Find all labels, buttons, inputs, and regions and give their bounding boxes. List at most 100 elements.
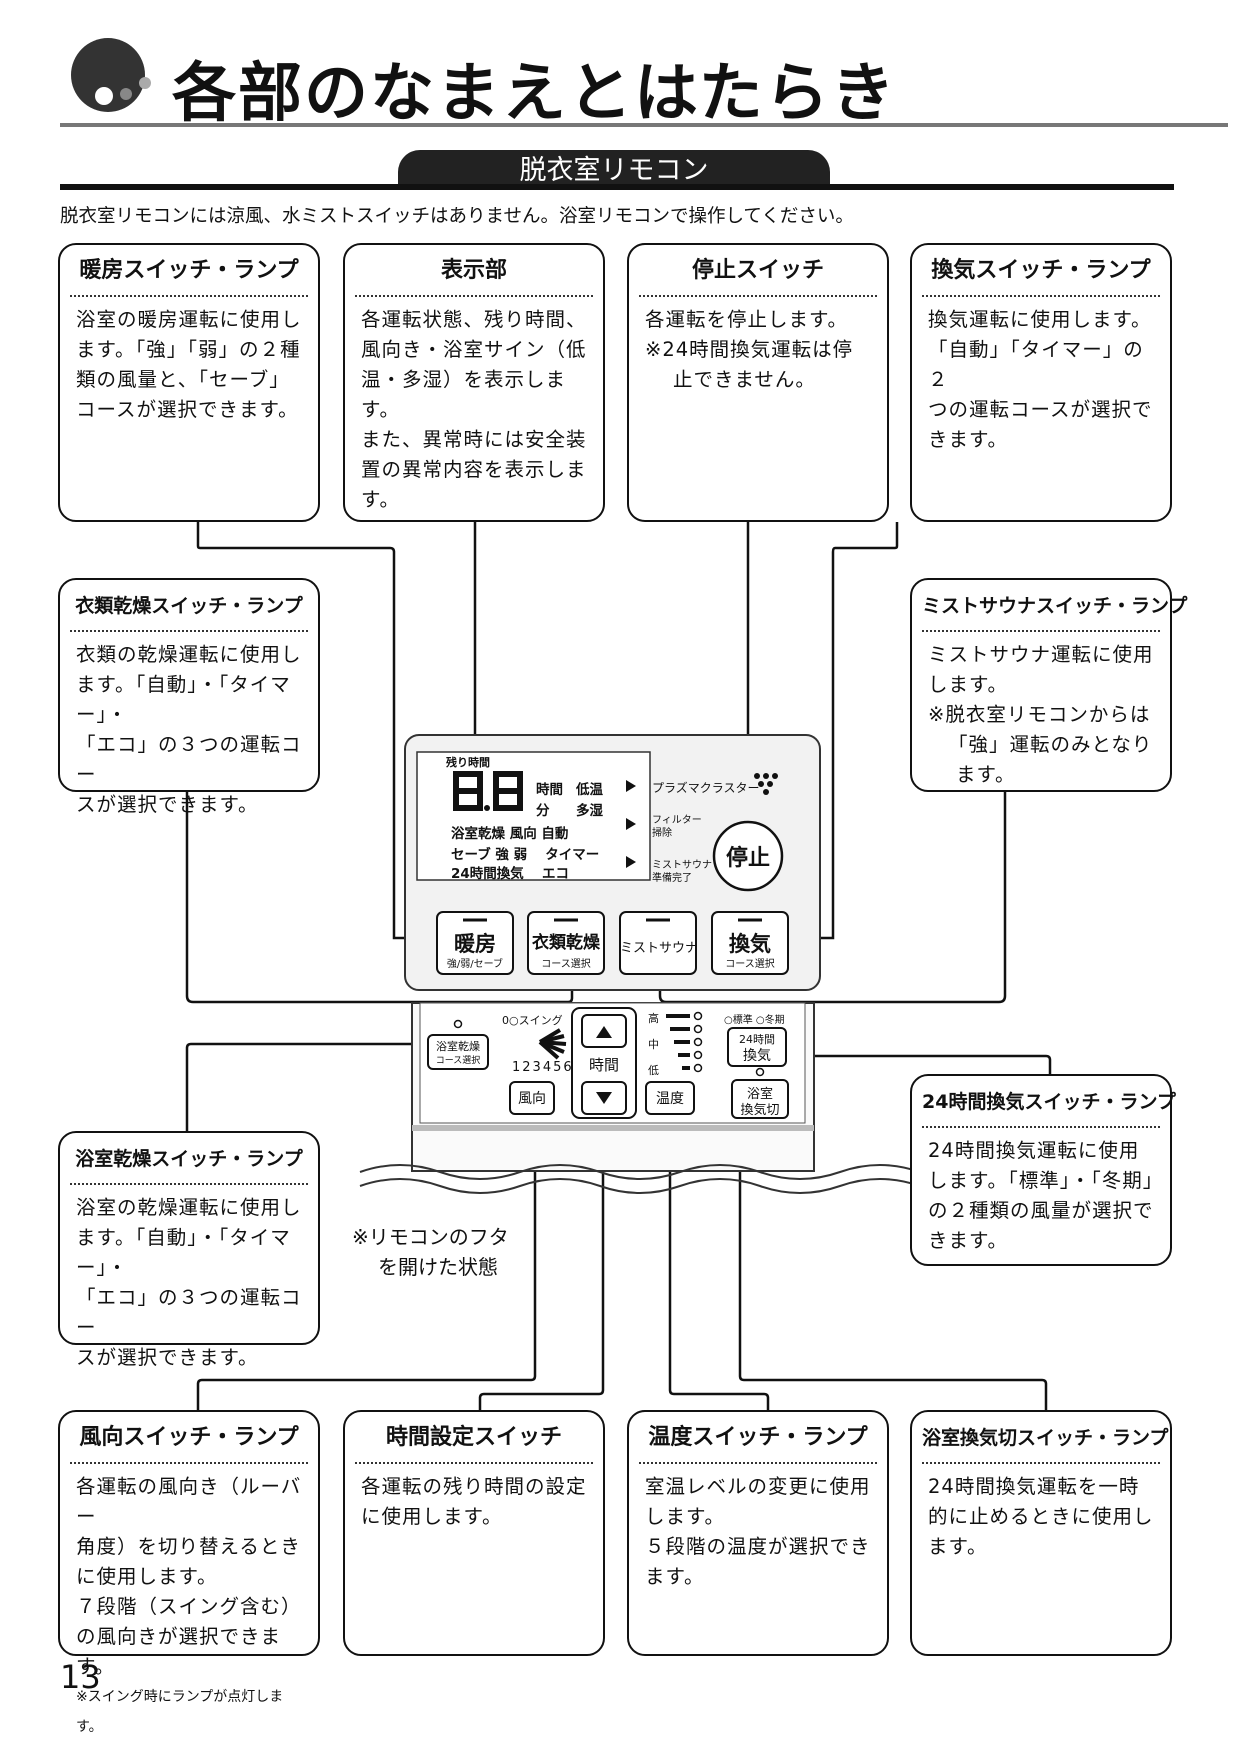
box-line: 衣類の乾燥運転に使用し	[76, 643, 302, 666]
standard-winter-label: ○標準 ○冬期	[724, 1015, 785, 1026]
irui-button[interactable]: 衣類乾燥	[532, 933, 600, 953]
box-mist: ミストサウナスイッチ・ランプ ミストサウナ運転に使用 します。 ※脱衣室リモコン…	[910, 578, 1187, 792]
box-line: 「エコ」の３つの運転コー	[76, 1286, 302, 1339]
box-kanki24: 24時間換気スイッチ・ランプ 24時間換気運転に使用 します。「標準」・「冬期」…	[910, 1074, 1176, 1266]
box-title: 時間設定スイッチ	[355, 1412, 593, 1464]
box-irui: 衣類乾燥スイッチ・ランプ 衣類の乾燥運転に使用し ます。「自動」・「タイマー」・…	[58, 578, 320, 816]
box-title: 浴室換気切スイッチ・ランプ	[922, 1412, 1168, 1464]
box-line: ます。「強」「弱」の２種	[76, 338, 301, 361]
stop-button[interactable]: 停止	[725, 846, 770, 871]
stop-button-shape	[712, 820, 784, 892]
temperature-level-icon	[666, 1014, 690, 1070]
box-line: 「エコ」の３つの運転コー	[76, 733, 302, 786]
box-line: 「強」運転のみとなり	[948, 733, 1153, 756]
intro-text: 脱衣室リモコンには涼風、水ミストスイッチはありません。浴室リモコンで操作してくだ…	[60, 206, 854, 227]
box-title: 換気スイッチ・ランプ	[922, 245, 1160, 297]
box-line: します。「標準」・「冬期」	[928, 1169, 1164, 1192]
box-line: スが選択できます。	[76, 1346, 259, 1369]
box-kankigiri: 浴室換気切スイッチ・ランプ 24時間換気運転を一時 的に止めるときに使用し ます…	[910, 1410, 1172, 1656]
box-line: ※24時間換気運転は停	[645, 338, 854, 361]
box-line: コースが選択できます。	[76, 398, 299, 421]
lcd-arrow-icons	[626, 780, 636, 868]
box-danbo: 暖房スイッチ・ランプ 浴室の暖房運転に使用し ます。「強」「弱」の２種 類の風量…	[58, 243, 320, 522]
time-button[interactable]: 時間	[588, 1056, 619, 1074]
lcd-hour: 時間	[536, 782, 563, 798]
plasmacluster-icon	[754, 773, 778, 795]
box-line: の風向きが選択できます。	[76, 1625, 282, 1678]
box-body: 各運転の残り時間の設定 に使用します。	[345, 1464, 603, 1532]
danbo-button-sub: 強/弱/セーブ	[446, 959, 504, 970]
section-title: 脱衣室リモコン	[398, 150, 830, 188]
box-line: 角度）を切り替えるとき	[76, 1535, 301, 1558]
kanki-button-sub: コース選択	[725, 959, 775, 970]
indicator-plasmacluster: プラズマクラスター	[652, 781, 760, 795]
box-body: 各運転を停止します。 ※24時間換気運転は停 止できません。	[629, 297, 887, 395]
lcd-low-temp: 低温	[576, 782, 603, 798]
remote-lower-body	[359, 1002, 921, 1194]
box-title: 衣類乾燥スイッチ・ランプ	[70, 580, 308, 632]
box-title: 表示部	[355, 245, 593, 297]
box-line: 24時間換気運転に使用	[928, 1139, 1140, 1162]
box-line: つの運転コースが選択で	[928, 398, 1153, 421]
page-number: 13	[60, 1658, 101, 1696]
fuko-button[interactable]: 風向	[518, 1091, 546, 1107]
box-small-note: ※スイング時にランプが点灯します。	[76, 1689, 284, 1735]
lcd-row5: 24時間換気 エコ	[451, 866, 569, 882]
box-line: 各運転の風向き（ルーバー	[76, 1475, 302, 1528]
indicator-cleaning: 掃除	[652, 828, 672, 839]
box-title: 暖房スイッチ・ランプ	[70, 245, 308, 297]
box-teishi: 停止スイッチ 各運転を停止します。 ※24時間換気運転は停 止できません。	[627, 243, 889, 522]
box-line: ます。	[956, 763, 1016, 786]
box-title: 浴室乾燥スイッチ・ランプ	[70, 1133, 308, 1185]
kankigiri-button[interactable]: 浴室	[746, 1087, 773, 1102]
kankigiri-button-sub: 換気切	[740, 1103, 780, 1118]
temp-low-label: 低	[648, 1064, 659, 1077]
title-bullet-icon	[71, 38, 151, 112]
lcd-humid: 多湿	[576, 803, 603, 819]
box-fuko: 風向スイッチ・ランプ 各運転の風向き（ルーバー 角度）を切り替えるとき に使用し…	[58, 1410, 320, 1735]
box-title: 温度スイッチ・ランプ	[639, 1412, 877, 1464]
swing-fan-icon	[538, 1028, 567, 1060]
box-line: ７段階（スイング含む）	[76, 1595, 302, 1618]
yoku-kanso-button[interactable]: 浴室乾燥	[436, 1040, 480, 1053]
box-line: 置の異常内容を表示しま	[361, 458, 587, 481]
lcd-digit-icon	[453, 771, 523, 811]
box-line: きます。	[928, 428, 1009, 451]
temp-button[interactable]: 温度	[656, 1091, 684, 1107]
upper-button-shapes	[436, 911, 789, 975]
box-line: ※脱衣室リモコンからは	[928, 703, 1151, 726]
box-line: 「自動」「タイマー」の２	[928, 338, 1144, 391]
mist-sauna-button[interactable]: ミストサウナ	[620, 941, 699, 956]
danbo-button[interactable]: 暖房	[454, 932, 496, 956]
box-line: ます。	[645, 1565, 705, 1588]
box-hyoji: 表示部 各運転状態、残り時間、 風向き・浴室サイン（低 温・多湿）を表示します。…	[343, 243, 605, 522]
yoku-kanso-button-sub: コース選択	[435, 1056, 481, 1066]
temp-mid-label: 中	[648, 1038, 659, 1051]
box-line: に使用します。	[76, 1565, 218, 1588]
box-line: 類の風量と、「セーブ」	[76, 368, 290, 391]
indicator-ready: 準備完了	[652, 873, 692, 884]
kanki-button[interactable]: 換気	[729, 932, 771, 956]
box-body: 換気運転に使用します。 「自動」「タイマー」の２ つの運転コースが選択で きます…	[912, 297, 1170, 455]
temp-high-label: 高	[648, 1012, 659, 1025]
box-line: 浴室の乾燥運転に使用し	[76, 1196, 302, 1219]
box-line: 室温レベルの変更に使用	[645, 1475, 871, 1498]
box-line: ます。「自動」・「タイマー」・	[76, 673, 291, 726]
box-line: 温・多湿）を表示します。	[361, 368, 567, 421]
box-line: 各運転を停止します。	[645, 308, 849, 331]
box-body: 浴室の乾燥運転に使用し ます。「自動」・「タイマー」・ 「エコ」の３つの運転コー…	[60, 1185, 318, 1373]
box-line: に使用します。	[361, 1505, 503, 1528]
indicator-filter: フィルター	[652, 815, 702, 826]
box-title: 24時間換気スイッチ・ランプ	[922, 1076, 1176, 1128]
box-title: 風向スイッチ・ランプ	[70, 1412, 308, 1464]
title-rule	[60, 123, 1228, 127]
box-line: 風向き・浴室サイン（低	[361, 338, 587, 361]
box-body: 24時間換気運転を一時 的に止めるときに使用し ます。	[912, 1464, 1170, 1562]
box-line: ミストサウナ運転に使用	[928, 643, 1154, 666]
indicator-mist-sauna: ミストサウナ	[652, 860, 712, 871]
kanki24-button[interactable]: 24時間	[739, 1033, 775, 1046]
lcd-row3: 浴室乾燥 風向 自動	[451, 826, 569, 842]
box-yokushitsu: 浴室乾燥スイッチ・ランプ 浴室の乾燥運転に使用し ます。「自動」・「タイマー」・…	[58, 1131, 320, 1369]
box-line: ます。	[928, 1535, 988, 1558]
box-line: 換気運転に使用します。	[928, 308, 1152, 331]
